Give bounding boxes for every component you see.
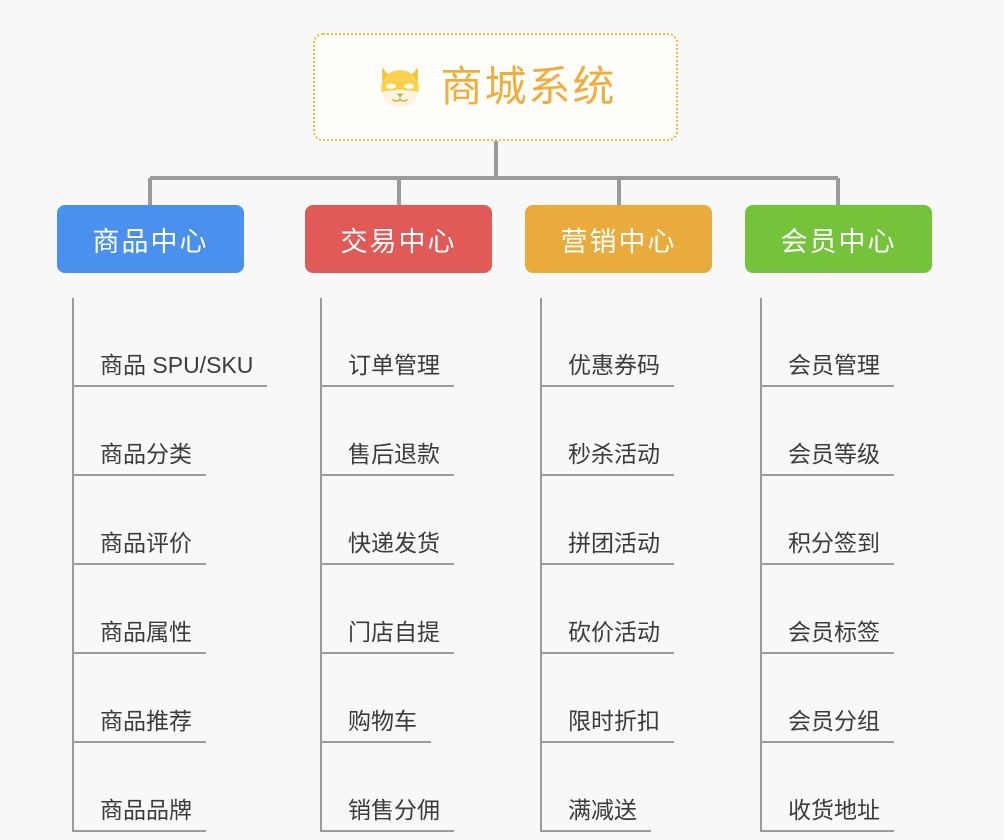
leaf-item[interactable]: 门店自提 <box>320 565 492 654</box>
leaf-list-2: 订单管理 售后退款 快递发货 门店自提 购物车 销售分佣 <box>305 298 492 832</box>
leaf-item[interactable]: 收货地址 <box>760 743 932 832</box>
leaf-item[interactable]: 售后退款 <box>320 387 492 476</box>
leaf-label: 满减送 <box>540 796 651 832</box>
leaf-label: 商品评价 <box>72 529 206 565</box>
leaf-item[interactable]: 商品评价 <box>72 476 244 565</box>
leaf-label: 砍价活动 <box>540 618 674 654</box>
leaf-trunk-1 <box>72 298 74 832</box>
leaf-label: 售后退款 <box>320 440 454 476</box>
leaf-label: 会员等级 <box>760 440 894 476</box>
leaf-list-3: 优惠券码 秒杀活动 拼团活动 砍价活动 限时折扣 满减送 <box>525 298 712 832</box>
leaf-item[interactable]: 会员分组 <box>760 654 932 743</box>
leaf-label: 优惠券码 <box>540 351 674 387</box>
leaf-label: 会员分组 <box>760 707 894 743</box>
root-node[interactable]: 商城系统 <box>313 33 678 141</box>
leaf-label: 订单管理 <box>320 351 454 387</box>
leaf-label: 会员标签 <box>760 618 894 654</box>
leaf-list-4: 会员管理 会员等级 积分签到 会员标签 会员分组 收货地址 <box>745 298 932 832</box>
branch-column-3: 营销中心 优惠券码 秒杀活动 拼团活动 砍价活动 限时折扣 满减送 <box>525 205 712 832</box>
leaf-label: 商品属性 <box>72 618 206 654</box>
branch-header-2[interactable]: 交易中心 <box>305 205 492 273</box>
leaf-label: 购物车 <box>320 707 431 743</box>
branch-header-1[interactable]: 商品中心 <box>57 205 244 273</box>
leaf-item[interactable]: 商品 SPU/SKU <box>72 298 268 387</box>
leaf-list-1: 商品 SPU/SKU 商品分类 商品评价 商品属性 商品推荐 商品品牌 <box>57 298 268 832</box>
leaf-item[interactable]: 优惠券码 <box>540 298 712 387</box>
leaf-label: 快递发货 <box>320 529 454 565</box>
branch-header-3[interactable]: 营销中心 <box>525 205 712 273</box>
leaf-item[interactable]: 满减送 <box>540 743 712 832</box>
dog-face-icon <box>381 67 420 108</box>
leaf-label: 秒杀活动 <box>540 440 674 476</box>
leaf-label: 拼团活动 <box>540 529 674 565</box>
leaf-label: 限时折扣 <box>540 707 674 743</box>
leaf-item[interactable]: 购物车 <box>320 654 492 743</box>
branch-column-4: 会员中心 会员管理 会员等级 积分签到 会员标签 会员分组 收货地址 <box>745 205 932 832</box>
leaf-item[interactable]: 商品属性 <box>72 565 244 654</box>
root-title: 商城系统 <box>440 63 617 110</box>
leaf-item[interactable]: 商品推荐 <box>72 654 244 743</box>
leaf-item[interactable]: 拼团活动 <box>540 476 712 565</box>
leaf-trunk-2 <box>320 298 322 832</box>
leaf-label: 商品分类 <box>72 440 206 476</box>
leaf-item[interactable]: 限时折扣 <box>540 654 712 743</box>
leaf-item[interactable]: 会员标签 <box>760 565 932 654</box>
leaf-item[interactable]: 销售分佣 <box>320 743 492 832</box>
leaf-item[interactable]: 砍价活动 <box>540 565 712 654</box>
leaf-trunk-3 <box>540 298 542 832</box>
leaf-label: 门店自提 <box>320 618 454 654</box>
leaf-item[interactable]: 积分签到 <box>760 476 932 565</box>
leaf-label: 积分签到 <box>760 529 894 565</box>
branch-column-2: 交易中心 订单管理 售后退款 快递发货 门店自提 购物车 销售分佣 <box>305 205 492 832</box>
branch-header-4[interactable]: 会员中心 <box>745 205 932 273</box>
leaf-item[interactable]: 订单管理 <box>320 298 492 387</box>
leaf-label: 收货地址 <box>760 796 894 832</box>
leaf-label: 会员管理 <box>760 351 894 387</box>
leaf-item[interactable]: 秒杀活动 <box>540 387 712 476</box>
leaf-item[interactable]: 快递发货 <box>320 476 492 565</box>
leaf-item[interactable]: 商品品牌 <box>72 743 244 832</box>
leaf-item[interactable]: 会员管理 <box>760 298 932 387</box>
leaf-item[interactable]: 商品分类 <box>72 387 244 476</box>
branch-column-1: 商品中心 商品 SPU/SKU 商品分类 商品评价 商品属性 商品推荐 商品品牌 <box>57 205 268 832</box>
leaf-label: 商品推荐 <box>72 707 206 743</box>
leaf-item[interactable]: 会员等级 <box>760 387 932 476</box>
leaf-label: 销售分佣 <box>320 796 454 832</box>
leaf-label: 商品 SPU/SKU <box>72 351 268 387</box>
leaf-label: 商品品牌 <box>72 796 206 832</box>
leaf-trunk-4 <box>760 298 762 832</box>
